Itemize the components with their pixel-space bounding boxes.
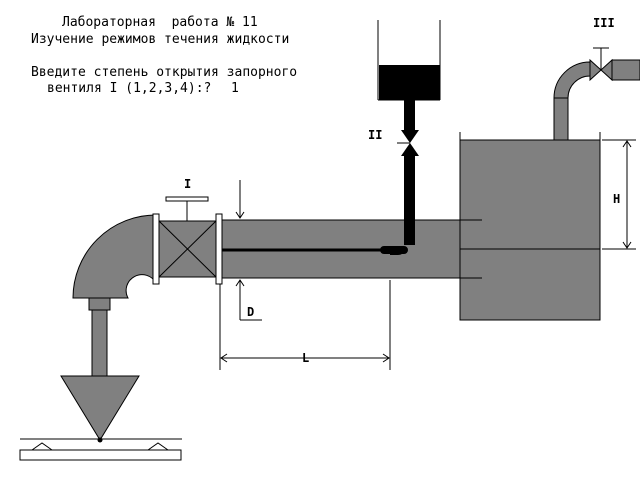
length-label: L: [302, 351, 309, 365]
valve-3[interactable]: [589, 47, 613, 82]
outflow-funnel: [60, 297, 140, 443]
pipe-elbow: [72, 214, 157, 299]
dimension-h: [602, 139, 636, 250]
diameter-label: D: [247, 305, 254, 319]
valve-1[interactable]: [158, 196, 217, 278]
valve-2-label: II: [368, 128, 382, 142]
valve-3-label: III: [593, 16, 615, 30]
prompt-line-1: Введите степень открытия запорного: [31, 65, 298, 80]
dimension-d: [235, 180, 262, 321]
flange-left: [152, 213, 160, 285]
valve-1-label: I: [184, 177, 191, 191]
lab-subtitle: Изучение режимов течения жидкости: [31, 32, 290, 47]
dye-reservoir: [377, 20, 441, 101]
flange-right: [215, 213, 223, 285]
height-label: H: [613, 192, 620, 206]
lab-title: Лабораторная работа № 11: [62, 15, 258, 30]
dimension-l: [219, 280, 391, 370]
dye-tube: [222, 100, 415, 255]
valve-2[interactable]: [397, 130, 419, 156]
valve-opening-input[interactable]: 1: [231, 81, 239, 96]
tank: [459, 132, 601, 321]
overflow-pipe: [553, 59, 640, 141]
prompt-line-2: вентиля I (1,2,3,4):?: [47, 81, 212, 96]
